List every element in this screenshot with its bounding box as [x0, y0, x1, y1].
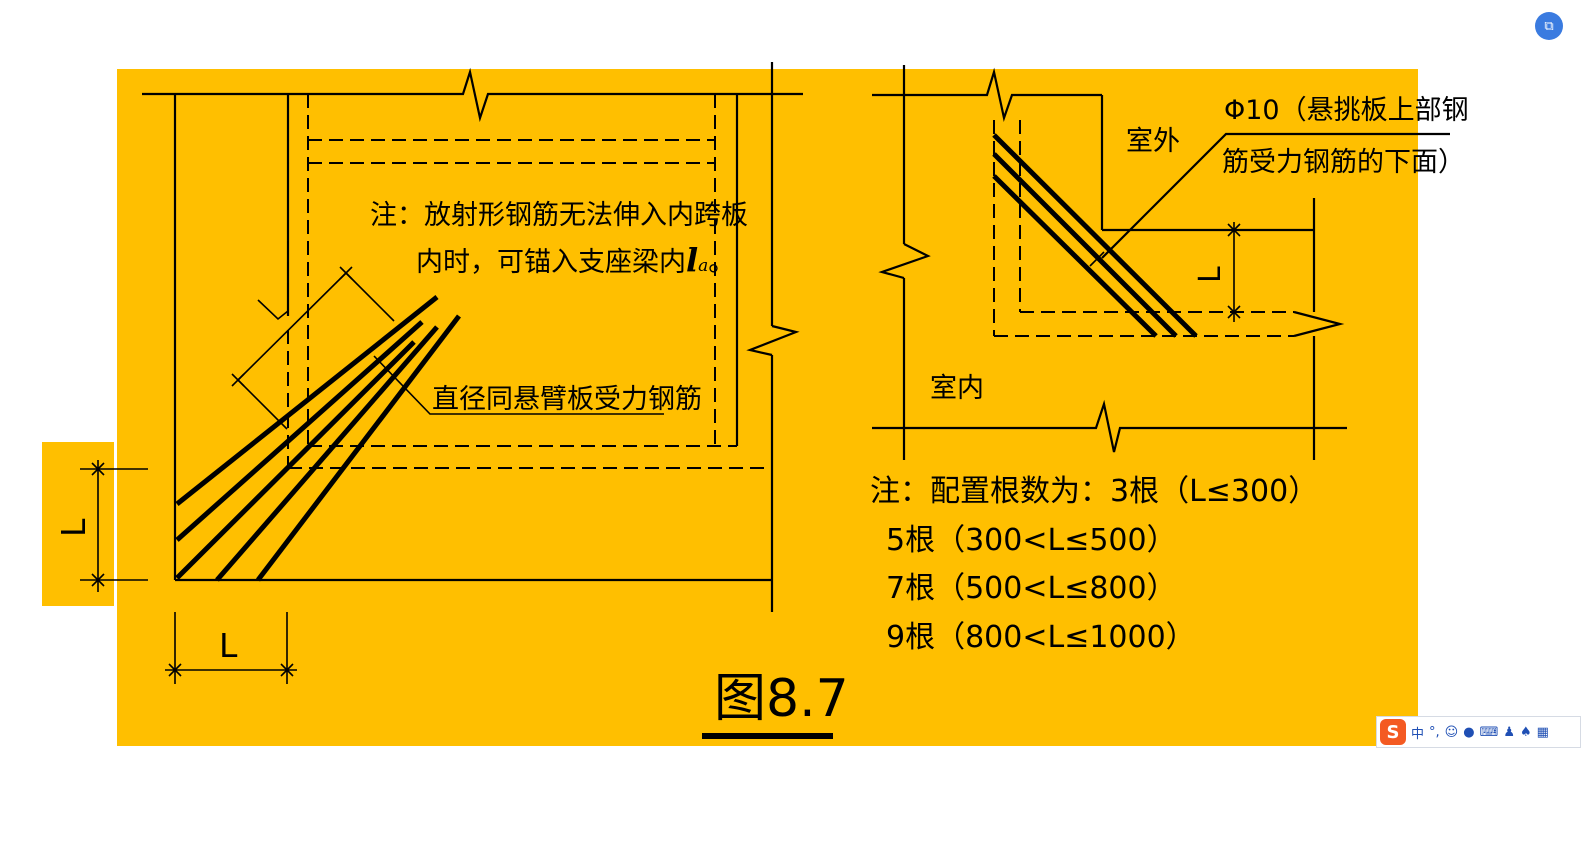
rebar-label: 直径同悬臂板受力钢筋: [432, 384, 702, 415]
right-dashed-lines: [993, 120, 1294, 337]
window-icon: ⧉: [1544, 18, 1554, 34]
punctuation-toggle[interactable]: °,: [1429, 724, 1440, 740]
la-subscript: a: [698, 256, 708, 276]
user-icon[interactable]: ♟: [1503, 724, 1515, 740]
rebar-spec-line1: Φ10（悬挑板上部钢: [1224, 95, 1469, 126]
skin-icon[interactable]: ♠: [1519, 724, 1532, 740]
config-note-line3: 7根（500<L≤800）: [886, 571, 1177, 606]
right-right-break-line: [1293, 310, 1345, 338]
config-note-line1: 注：配置根数为：3根（L≤300）: [870, 474, 1318, 509]
left-note-line1: 注：放射形钢筋无法伸入内跨板: [370, 200, 748, 231]
config-note-line2: 5根（300<L≤500）: [886, 523, 1177, 558]
left-note-line2: 内时，可锚入支座梁内la。: [416, 241, 735, 279]
left-dimensions: [80, 266, 664, 684]
left-dashed-beams: [287, 94, 772, 469]
right-dimensions: [1089, 222, 1241, 322]
indoor-label: 室内: [930, 373, 984, 404]
dim-l-right-label: L: [1193, 266, 1228, 283]
left-detail: [142, 62, 803, 612]
la-symbol: l: [686, 241, 698, 279]
figure-title: 图8.7: [714, 669, 849, 729]
grid-icon[interactable]: ▦: [1536, 724, 1549, 740]
right-detail: [872, 65, 1450, 460]
ime-toolbar[interactable]: S 中 °, ☺ ● ⌨ ♟ ♠ ▦: [1376, 716, 1581, 748]
microphone-icon[interactable]: ●: [1463, 724, 1475, 740]
corner-rebars: [992, 133, 1198, 338]
ime-mode-toggle[interactable]: 中: [1411, 726, 1425, 742]
config-note-line4: 9根（800<L≤1000）: [886, 620, 1196, 655]
rebar-spec-line2: 筋受力钢筋的下面）: [1222, 147, 1465, 178]
top-break-line: [142, 67, 803, 123]
sogou-logo-icon[interactable]: S: [1380, 719, 1406, 745]
right-top-break-line: [872, 67, 1102, 123]
right-left-break-line: [878, 243, 931, 280]
outdoor-label: 室外: [1126, 126, 1180, 157]
dim-l-side-label: L: [54, 518, 93, 537]
corner-window-button[interactable]: ⧉: [1535, 12, 1563, 40]
figure-title-underline: [702, 733, 833, 739]
keyboard-icon[interactable]: ⌨: [1479, 724, 1499, 740]
right-bottom-break-line: [872, 399, 1347, 453]
figure-background: [117, 69, 1418, 746]
emoji-icon[interactable]: ☺: [1444, 724, 1459, 740]
dim-l-bottom-label: L: [219, 626, 238, 665]
radial-rebars: [175, 295, 461, 582]
right-break-line: [746, 324, 800, 357]
la-dim-mark: [257, 299, 289, 321]
